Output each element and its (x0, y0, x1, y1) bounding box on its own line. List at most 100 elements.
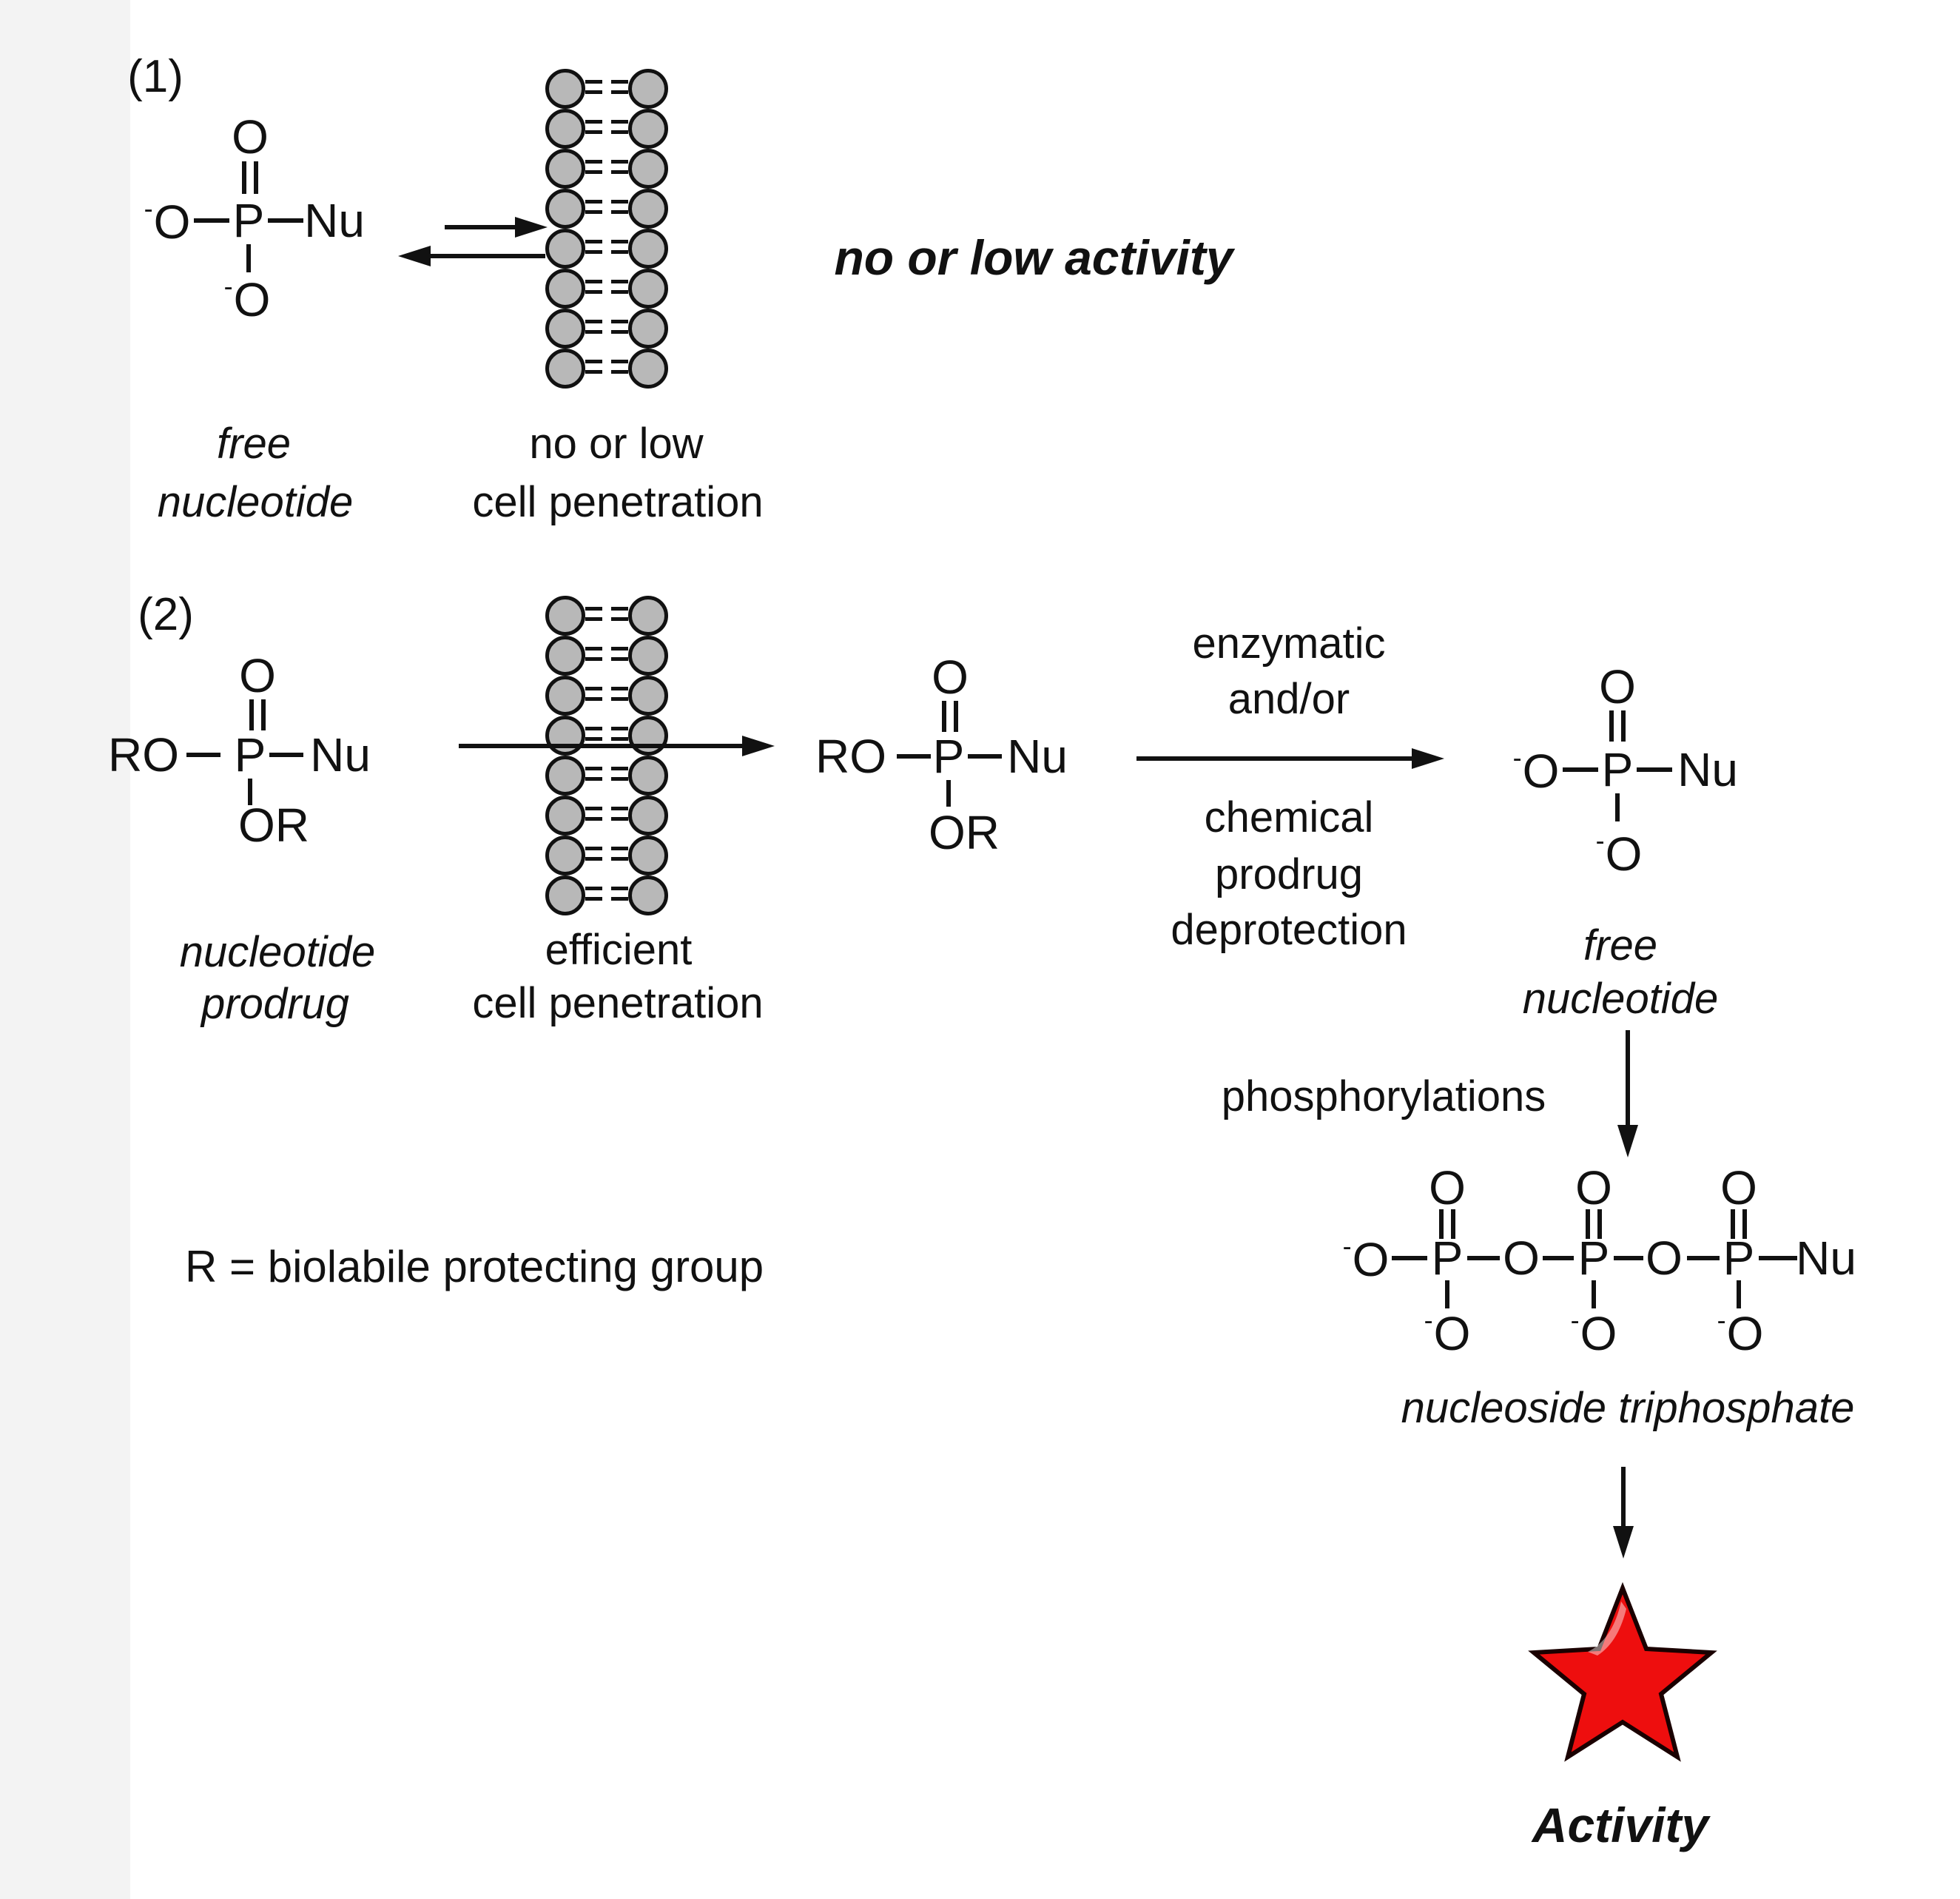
lipid-tails-icon (585, 756, 628, 796)
lipid-head-icon (545, 149, 585, 189)
arrow-line (459, 744, 744, 748)
charge-minus: - (1570, 1305, 1580, 1335)
lipid-head-icon (628, 676, 668, 716)
lipid-row (545, 69, 668, 109)
atom-phosphorus: P (1577, 1231, 1610, 1285)
lipid-tails-icon (585, 349, 628, 389)
lipid-head-icon (628, 596, 668, 636)
lipid-tails-icon (585, 189, 628, 229)
atom-nucleoside: Nu (1677, 743, 1738, 796)
lipid-head-icon (628, 875, 668, 915)
lipid-bilayer-membrane-2 (545, 596, 668, 915)
lipid-tails-icon (585, 109, 628, 149)
atom-oxygen-bridge: O (1646, 1231, 1683, 1285)
atom-oxygen-double: O (1720, 1161, 1757, 1214)
lipid-head-icon (545, 269, 585, 309)
caption-deprotection: deprotection (1171, 906, 1407, 954)
lipid-row (545, 676, 668, 716)
atom-nucleoside: Nu (304, 194, 365, 247)
charge-minus: - (1512, 742, 1523, 773)
caption-membrane2-line1: efficient (545, 926, 693, 974)
lipid-tails-icon (585, 149, 628, 189)
atom-nucleoside: Nu (1796, 1231, 1856, 1285)
lipid-head-icon (545, 875, 585, 915)
lipid-head-icon (545, 109, 585, 149)
atom-oxygen-anion-terminal: -O (1342, 1231, 1390, 1286)
arrowhead-down-icon (1617, 1125, 1638, 1157)
lipid-row (545, 349, 668, 389)
caption-chemical: chemical (1204, 793, 1374, 841)
lipid-head-icon (545, 796, 585, 836)
lipid-tails-icon (585, 636, 628, 676)
lipid-tails-icon (585, 716, 628, 756)
lipid-head-icon (628, 716, 668, 756)
lipid-row (545, 636, 668, 676)
caption-free-nucleotide-line2: nucleotide (157, 478, 354, 526)
arrowhead-right-icon (1412, 748, 1444, 769)
bond-double (1586, 1209, 1602, 1239)
lipid-head-icon (628, 836, 668, 875)
atom-or-bottom: OR (238, 799, 309, 852)
lipid-head-icon (628, 349, 668, 389)
lipid-tails-icon (585, 596, 628, 636)
atom-oxygen-anion-bottom: -O (1717, 1305, 1764, 1360)
lipid-head-icon (628, 756, 668, 796)
caption-membrane2-line2: cell penetration (472, 979, 764, 1027)
arrowhead-down-icon (1613, 1526, 1634, 1559)
atom-oxygen-anion-left: -O (144, 193, 191, 249)
lipid-tails-icon (585, 309, 628, 349)
lipid-row (545, 836, 668, 875)
atom-oxygen-double: O (1429, 1161, 1466, 1214)
arrow-line (1136, 756, 1413, 761)
atom-oxygen-anion-bottom: -O (223, 271, 271, 326)
arrow-line (429, 254, 545, 258)
lipid-head-icon (628, 69, 668, 109)
lipid-head-icon (545, 676, 585, 716)
bond-single (194, 218, 229, 223)
lipid-row (545, 309, 668, 349)
lipid-tails-icon (585, 229, 628, 269)
lipid-row (545, 796, 668, 836)
lipid-tails-icon (585, 796, 628, 836)
arrow-line (1626, 1030, 1630, 1126)
caption-prodrug-word: prodrug (1215, 850, 1363, 898)
bond-double (242, 161, 258, 194)
lipid-head-icon (545, 69, 585, 109)
lipid-head-icon (545, 716, 585, 756)
bond-single (946, 780, 951, 807)
activity-label: Activity (1532, 1798, 1709, 1852)
atom-oxygen-anion-bottom: -O (1424, 1305, 1471, 1360)
page-margin-strip (0, 0, 130, 1899)
bond-single (897, 754, 931, 759)
caption-nucleoside-triphosphate: nucleoside triphosphate (1401, 1384, 1855, 1432)
charge-minus: - (144, 193, 154, 223)
bond-single (1392, 1256, 1427, 1260)
lipid-head-icon (545, 836, 585, 875)
atom-nucleoside: Nu (310, 728, 371, 782)
bond-single (1687, 1256, 1720, 1260)
lipid-tails-icon (585, 69, 628, 109)
arrowhead-right-icon (742, 736, 775, 756)
bond-single (1543, 1256, 1574, 1260)
charge-minus: - (1717, 1305, 1727, 1335)
atom-phosphorus: P (1601, 743, 1634, 796)
lipid-head-icon (628, 149, 668, 189)
atom-phosphorus: P (932, 730, 965, 783)
panel1-label: (1) (127, 51, 183, 102)
lipid-row (545, 269, 668, 309)
lipid-head-icon (545, 756, 585, 796)
charge-minus: - (223, 271, 234, 301)
caption-prodrug-line1: nucleotide (179, 928, 376, 976)
lipid-head-icon (628, 796, 668, 836)
bond-single (1737, 1280, 1741, 1308)
star-highlight (1588, 1601, 1626, 1656)
result-no-or-low-activity: no or low activity (834, 230, 1233, 285)
lipid-row (545, 149, 668, 189)
caption-enzymatic: enzymatic (1192, 619, 1386, 668)
atom-phosphorus: P (1431, 1231, 1464, 1285)
atom-phosphorus: P (234, 728, 266, 782)
atom-phosphorus: P (1722, 1231, 1755, 1285)
lipid-head-icon (545, 309, 585, 349)
arrow-line (445, 225, 517, 229)
